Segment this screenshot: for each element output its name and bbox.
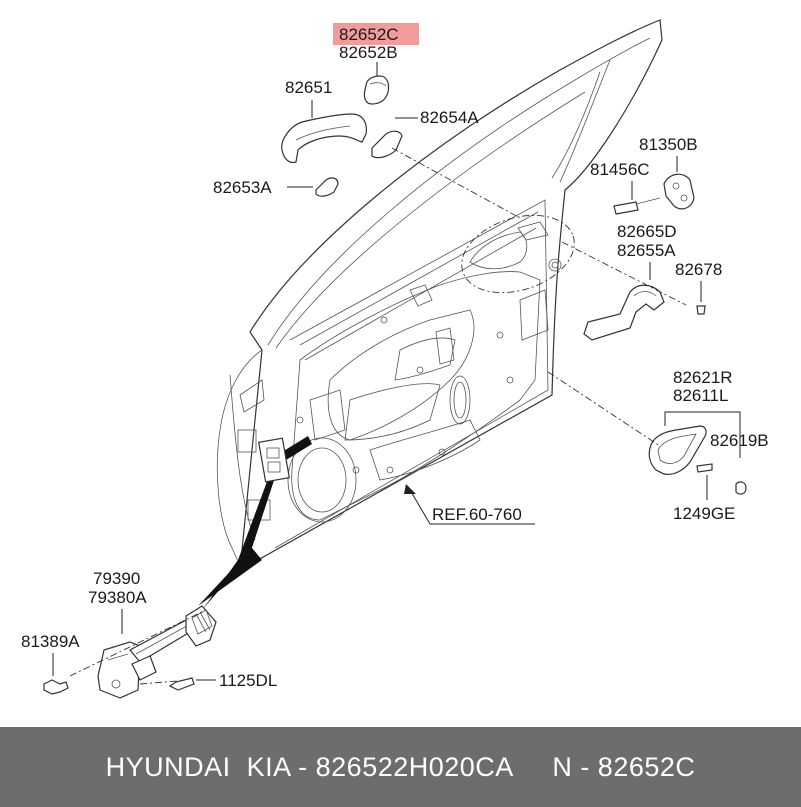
- handle-screw-part: [696, 305, 706, 315]
- label-82665d: 82665D: [617, 222, 677, 241]
- handle-end-cover-part: [363, 75, 390, 105]
- footer-part-number-text: HYUNDAI KIA - 826522H020CA N - 82652C: [105, 752, 696, 782]
- bezel-screw-part: [696, 463, 713, 473]
- label-81350b: 81350B: [639, 135, 698, 154]
- label-82621r: 82621R: [673, 368, 733, 387]
- rear-gasket-part: [371, 130, 403, 159]
- label-82653a: 82653A: [213, 178, 272, 197]
- label-82654a: 82654A: [420, 108, 479, 127]
- exploded-parts-diagram: 82652C 82652B 82651 82654A 82653A 81350B…: [21, 19, 769, 699]
- front-gasket-part: [315, 177, 339, 197]
- label-82655a: 82655A: [617, 241, 676, 260]
- label-79380a: 79380A: [88, 588, 147, 607]
- part-number-footer: HYUNDAI KIA - 826522H020CA N - 82652C: [0, 727, 801, 807]
- striker-screw-part: [613, 201, 639, 215]
- label-81389a: 81389A: [21, 632, 80, 651]
- inside-handle-part: [583, 284, 665, 341]
- label-1125dl: 1125DL: [219, 671, 277, 690]
- outside-handle-part: [281, 113, 367, 164]
- label-ref: REF.60-760: [432, 505, 522, 524]
- highlight-82652c: [333, 23, 419, 45]
- door-checker-part: [97, 605, 217, 699]
- label-79390: 79390: [93, 569, 140, 588]
- door-frame: [216, 19, 663, 572]
- checker-bolt-left-part: [43, 679, 69, 695]
- striker-part: [663, 173, 695, 210]
- label-82652c: 82652C: [339, 25, 399, 44]
- ref-arrow: [409, 489, 535, 525]
- label-82611l: 82611L: [673, 386, 728, 405]
- label-81456c: 81456C: [590, 160, 650, 179]
- label-82678: 82678: [675, 260, 722, 279]
- label-82652b: 82652B: [339, 43, 398, 62]
- checker-bolt-right-part: [168, 677, 195, 691]
- checker-mount-highlight: [258, 437, 290, 483]
- label-1249ge: 1249GE: [673, 504, 735, 523]
- label-82619b: 82619B: [710, 431, 769, 450]
- label-82651: 82651: [285, 78, 332, 97]
- bezel-plug-part: [735, 481, 747, 495]
- door-inner-panel: [287, 258, 562, 523]
